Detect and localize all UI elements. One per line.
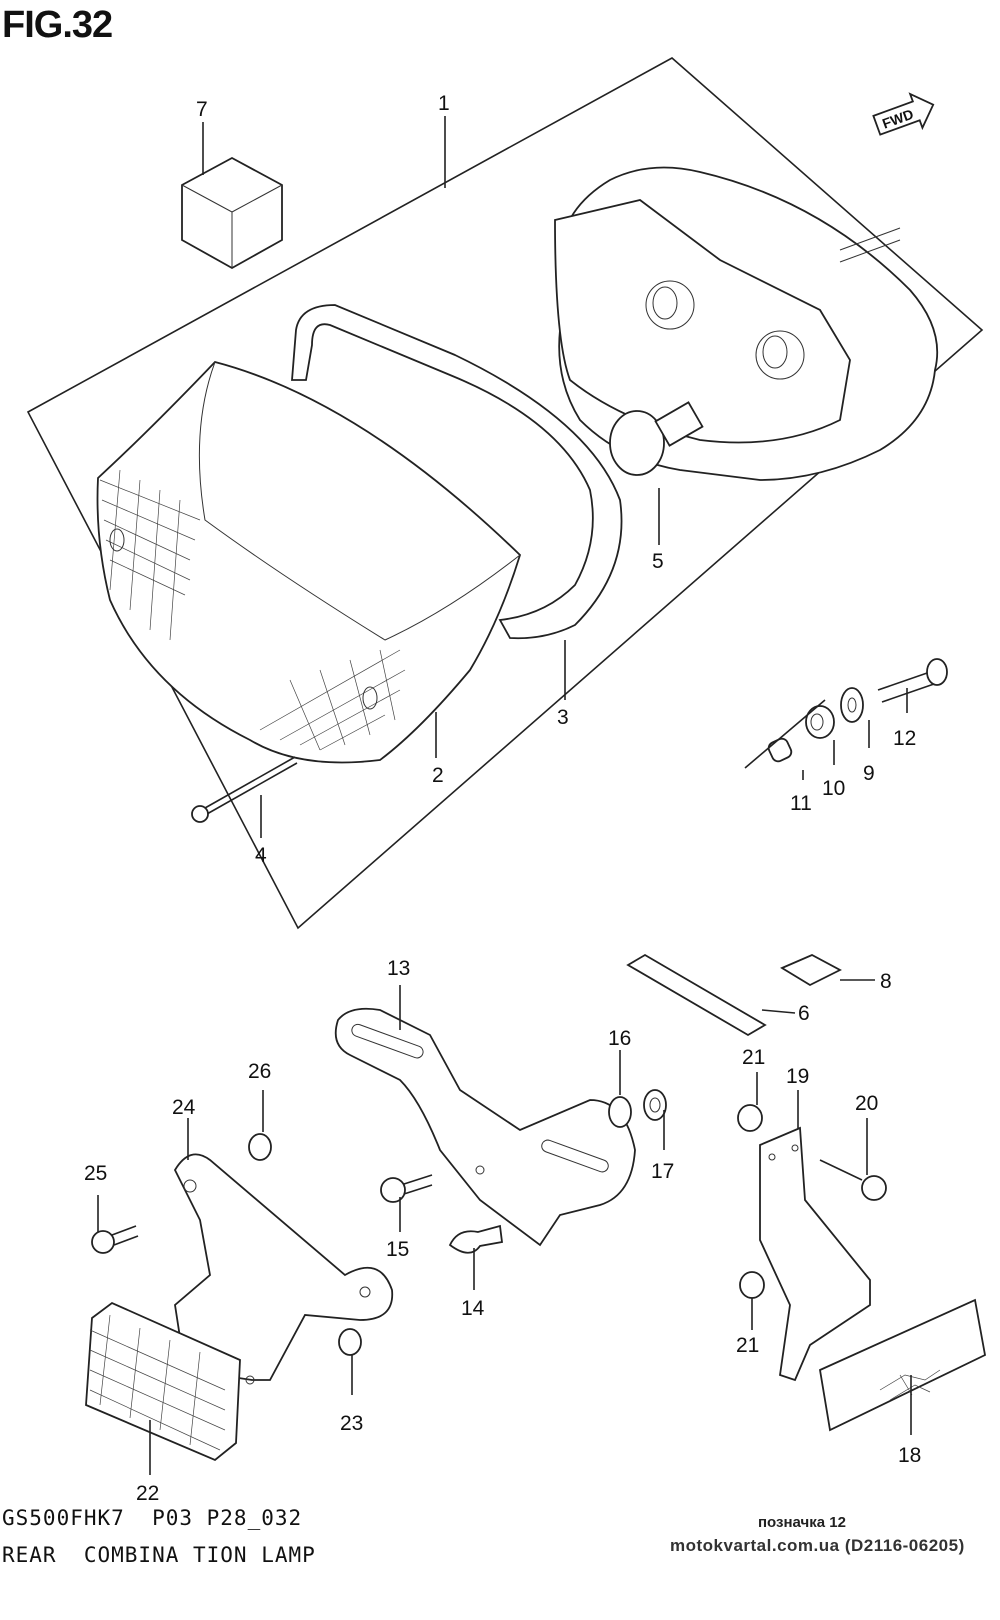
part-13-bracket	[334, 1007, 636, 1247]
part-17-nut	[643, 1089, 667, 1121]
part-25-screw	[91, 1225, 139, 1254]
callout-7: 7	[196, 98, 208, 121]
part-20-screw	[819, 1159, 887, 1201]
callout-3: 3	[557, 706, 569, 729]
part-21-nut-lower	[739, 1271, 765, 1299]
callout-23: 23	[340, 1412, 363, 1435]
part-7-box	[181, 156, 283, 270]
watermark-site: motokvartal.com.ua (D2116-06205)	[670, 1536, 965, 1555]
callout-5: 5	[652, 550, 664, 573]
part-5-bulb	[609, 401, 704, 476]
part-6-strip	[626, 953, 767, 1037]
callout-20: 20	[855, 1092, 878, 1115]
callout-10: 10	[822, 777, 845, 800]
leader-lines	[97, 116, 912, 1475]
part-16-washer	[608, 1096, 632, 1128]
model-code: GS500FHK7 P03 P28_032	[2, 1506, 303, 1530]
callout-12: 12	[893, 727, 916, 750]
part-15-screw	[380, 1174, 433, 1203]
part-19-bracket	[759, 1126, 871, 1382]
fwd-arrow-icon: FWD	[872, 92, 935, 136]
figure-caption: REAR COMBINA TION LAMP	[2, 1543, 316, 1567]
part-12-bolt	[877, 658, 948, 703]
callout-15: 15	[386, 1238, 409, 1261]
part-11-collar	[767, 737, 793, 763]
part-26-nut	[248, 1133, 272, 1161]
part-3-gasket	[291, 304, 623, 640]
callout-2: 2	[432, 764, 444, 787]
callout-24: 24	[172, 1096, 196, 1119]
callout-4: 4	[255, 844, 267, 867]
assembly-outline	[26, 57, 984, 930]
part-2-lens	[96, 360, 522, 764]
part-1-lamp-housing	[554, 166, 939, 481]
callout-13: 13	[387, 957, 410, 980]
part-9-washer	[840, 687, 864, 723]
callout-21-upper: 21	[742, 1046, 765, 1069]
callout-22: 22	[136, 1482, 159, 1505]
part-14-bulb-socket	[448, 1224, 503, 1254]
callout-26: 26	[248, 1060, 271, 1083]
part-18-plate-lamp	[818, 1298, 987, 1432]
part-8-pad	[780, 954, 842, 987]
callout-1: 1	[438, 92, 450, 115]
leader-line	[744, 699, 826, 769]
callout-25: 25	[84, 1162, 107, 1185]
part-23-nut	[338, 1328, 362, 1356]
callout-19: 19	[786, 1065, 809, 1088]
callout-11: 11	[790, 792, 812, 815]
callout-18: 18	[898, 1444, 921, 1467]
callout-6: 6	[798, 1002, 810, 1025]
figure-title: FIG.32	[2, 4, 113, 46]
callout-14: 14	[461, 1297, 485, 1320]
callout-21-lower: 21	[736, 1334, 759, 1357]
part-21-nut-upper	[737, 1104, 763, 1132]
part-10-grommet	[805, 705, 835, 739]
callout-16: 16	[608, 1027, 631, 1050]
callout-17: 17	[651, 1160, 674, 1183]
part-22-reflector	[85, 1301, 241, 1462]
part-4-screw	[191, 756, 298, 823]
callout-8: 8	[880, 970, 892, 993]
callout-labels: 7 1 5 3 2 4 11 10 9 12 13 6 8 16 17 15 1…	[84, 92, 921, 1505]
callout-9: 9	[863, 762, 875, 785]
watermark-label: позначка 12	[758, 1514, 846, 1531]
